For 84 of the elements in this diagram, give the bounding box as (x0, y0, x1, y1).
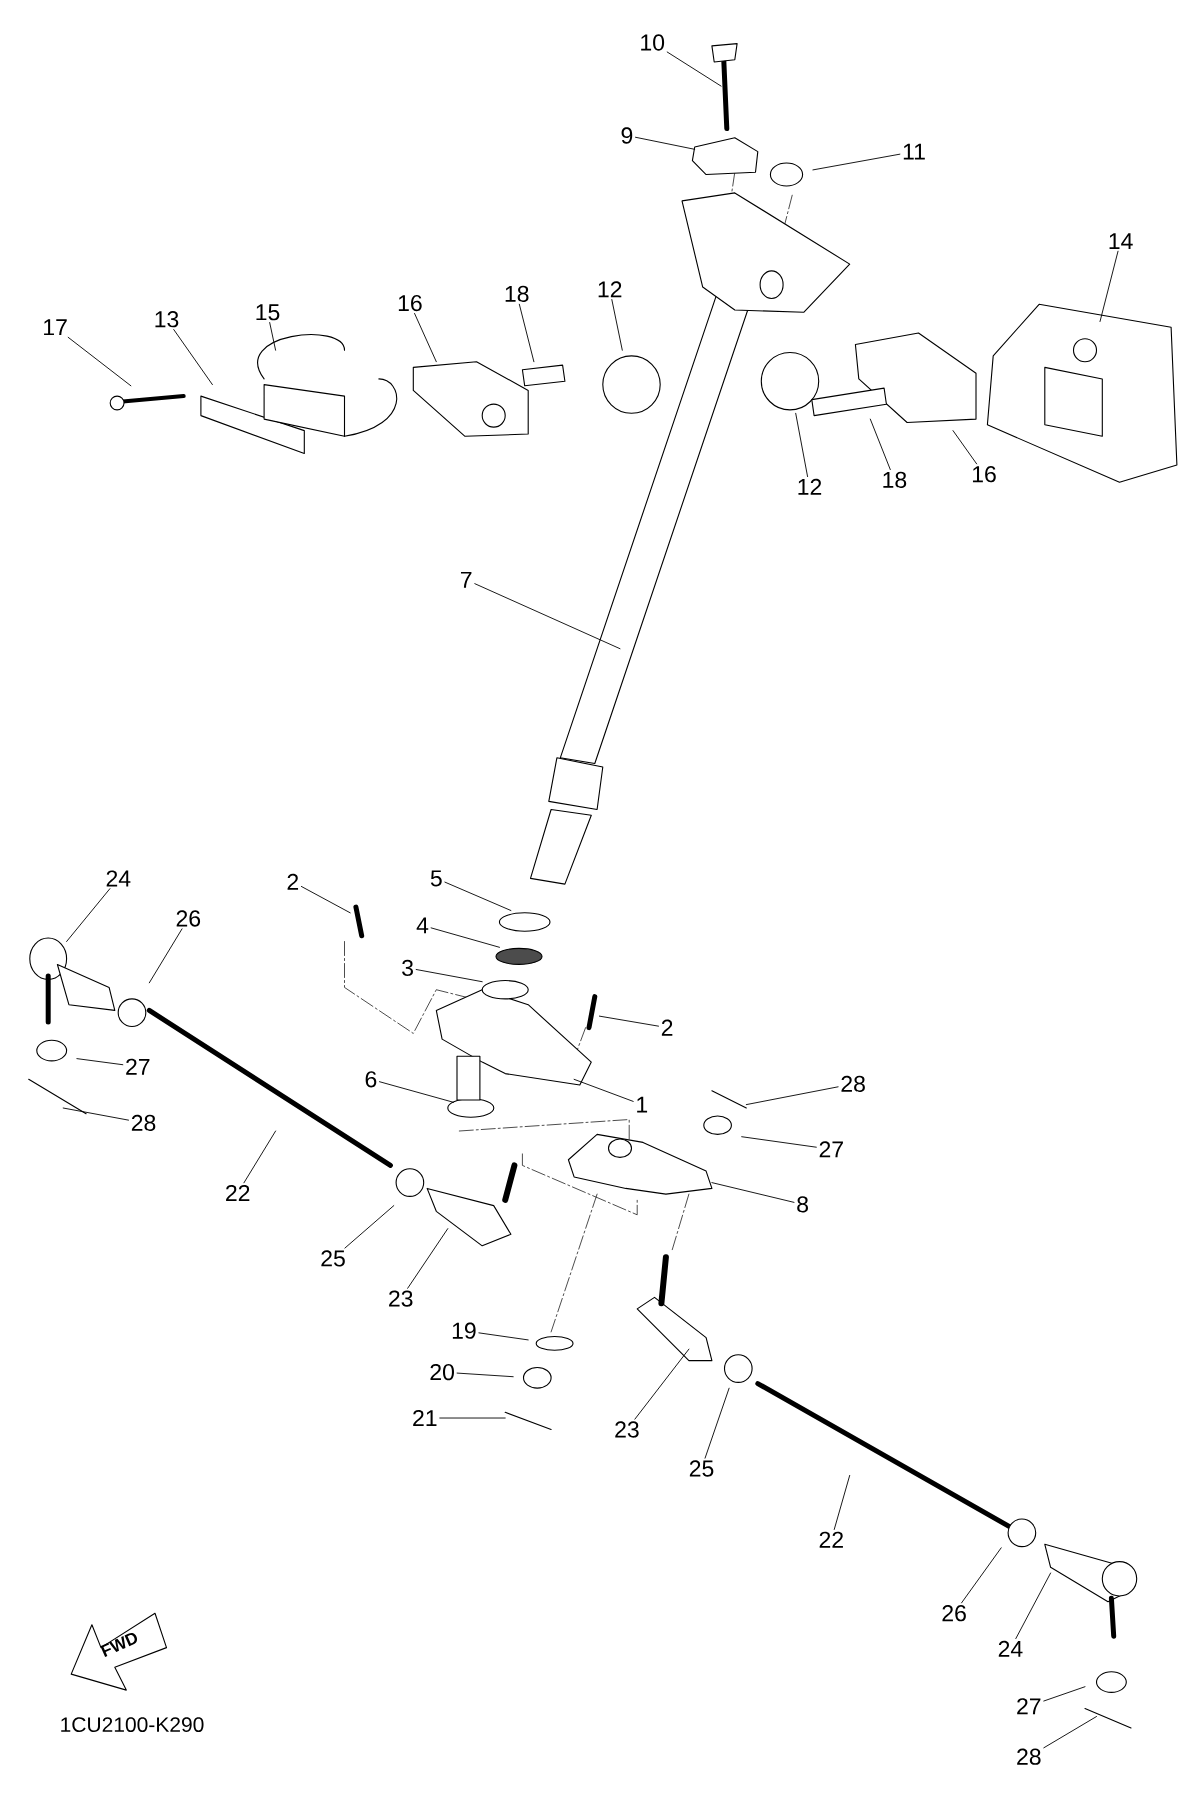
callout-number: 21 (413, 1410, 437, 1427)
leader-line (439, 1417, 506, 1419)
callout-number: 28 (131, 1114, 156, 1132)
leader-line (300, 886, 351, 914)
leader-line (444, 881, 512, 911)
callout-number: 13 (155, 311, 179, 328)
callout-number: 7 (461, 571, 472, 588)
leader-line (456, 1372, 514, 1378)
leader-line (478, 1332, 529, 1341)
callout-number: 3 (402, 959, 413, 977)
callout-number: 17 (44, 319, 67, 336)
callout-number: 27 (126, 1058, 150, 1075)
leader-line (344, 1205, 395, 1249)
callout-number: 2 (287, 873, 299, 890)
callout-number: 16 (972, 466, 996, 483)
callout-number: 11 (903, 143, 925, 160)
callout-number: 25 (321, 1250, 345, 1267)
callout-number: 19 (452, 1322, 476, 1339)
leader-line (76, 1058, 124, 1066)
leader-line (148, 928, 183, 984)
leader-line (795, 412, 809, 478)
leader-line (173, 329, 213, 386)
leader-line (961, 1547, 1002, 1604)
leader-line (1043, 1716, 1097, 1749)
leader-line (407, 1228, 449, 1289)
leader-line (704, 1387, 730, 1459)
part-code: 1CU2100-K290 (61, 1717, 204, 1733)
leader-line (62, 1107, 129, 1121)
callout-number: 20 (430, 1363, 454, 1381)
leader-line (430, 927, 500, 948)
callout-number: 12 (598, 281, 622, 298)
callout-number: 18 (883, 471, 907, 489)
callout-number: 10 (641, 34, 665, 51)
leader-line (1099, 250, 1119, 322)
callout-number: 28 (841, 1075, 865, 1093)
leader-line (243, 1130, 277, 1184)
callout-number: 15 (256, 304, 280, 321)
leader-line (952, 430, 978, 465)
leader-line (1015, 1572, 1052, 1640)
leader-line (611, 299, 623, 351)
leader-line (812, 153, 901, 171)
callout-number: 9 (621, 127, 633, 144)
callout-number: 27 (1017, 1698, 1041, 1715)
callout-number: 27 (819, 1141, 843, 1158)
callout-number: 23 (389, 1290, 413, 1307)
leader-line (67, 336, 132, 387)
callout-number: 22 (226, 1185, 250, 1202)
leader-line (833, 1474, 851, 1530)
leader-line (711, 1182, 795, 1203)
callout-number: 23 (615, 1421, 639, 1438)
leader-line (269, 322, 277, 351)
leader-line (666, 51, 722, 87)
leader-line (745, 1086, 839, 1106)
leader-line (869, 418, 891, 470)
callout-number: 4 (416, 917, 429, 934)
leader-line (414, 313, 437, 363)
callout-number: 6 (365, 1071, 377, 1088)
leader-line (66, 888, 111, 942)
callout-number: 1 (637, 1096, 648, 1113)
callout-number: 12 (798, 478, 822, 495)
leader-line (474, 583, 621, 650)
callout-number: 26 (942, 1605, 966, 1622)
callout-number: 22 (819, 1531, 843, 1548)
leader-line (634, 1348, 690, 1420)
leader-line (518, 303, 535, 363)
direction-label: FWD (100, 1633, 138, 1657)
callout-number: 5 (430, 870, 442, 887)
leader-line (741, 1136, 817, 1148)
callout-number: 25 (689, 1460, 714, 1477)
callout-number: 24 (106, 870, 131, 887)
callout-number: 8 (797, 1196, 808, 1213)
callout-number: 18 (505, 285, 529, 303)
callout-number: 2 (661, 1019, 673, 1036)
callout-number: 28 (1017, 1748, 1041, 1765)
leader-line (415, 969, 483, 983)
leader-line (379, 1081, 454, 1103)
callout-number: 16 (398, 294, 422, 312)
leader-line (635, 136, 696, 150)
callout-number: 14 (1109, 233, 1133, 249)
leader-line (598, 1015, 659, 1027)
callout-number: 24 (998, 1640, 1023, 1657)
leader-line (573, 1078, 634, 1102)
leader-line (1043, 1686, 1086, 1702)
callout-number: 26 (176, 910, 201, 927)
